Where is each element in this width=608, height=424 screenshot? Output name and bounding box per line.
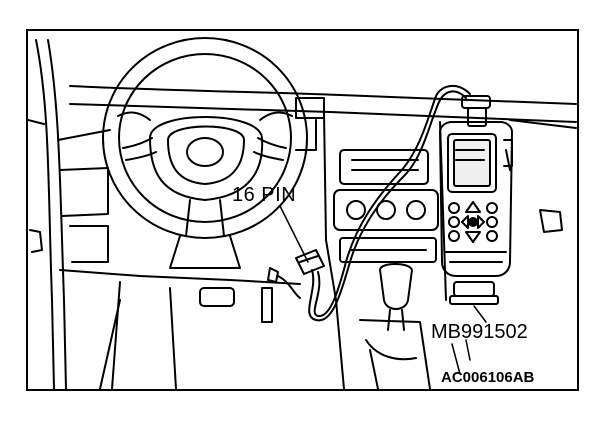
tool-part-number-label: MB991502: [431, 321, 528, 343]
dashboard-outline: [57, 85, 577, 285]
connector-pin-label: 16 PIN: [232, 184, 297, 206]
left-door-edge: [28, 39, 67, 389]
leader-lines: [279, 205, 487, 375]
obd-connector: [267, 249, 325, 299]
diagnostic-cable: [308, 85, 471, 322]
gear-shifter: [359, 263, 431, 389]
steering-column: [169, 235, 241, 269]
figure-code-label: AC006106AB: [441, 369, 535, 386]
right-trim: [505, 119, 577, 233]
center-console: [295, 97, 447, 389]
steering-wheel: [102, 37, 308, 239]
floor-area: [99, 281, 273, 389]
scan-tool-mb991502: [439, 95, 513, 305]
